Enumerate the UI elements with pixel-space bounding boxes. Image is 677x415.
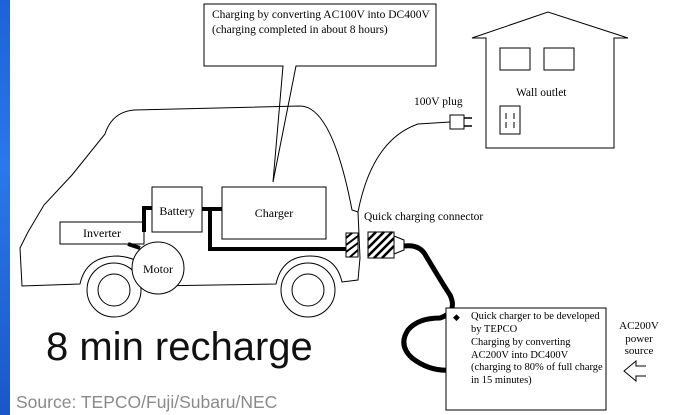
plug-icon [449,114,472,130]
headline: 8 min recharge [46,325,313,369]
rear-wheel [86,262,142,318]
battery-box [151,186,203,233]
quick-charger-box [445,307,607,411]
wall-outlet-label: Wall outlet [516,87,567,99]
quick-charger-text: ◆ Quick charger to be developed by TEPCO… [451,311,606,388]
charger-label: Charger [254,206,294,220]
connector-label: Quick charging connector [364,211,484,223]
quick-connector-plug [367,231,405,259]
car-charge-port [345,232,359,258]
inverter-box [59,221,145,245]
power-source-label: AC200V power source [619,320,659,357]
battery-label: Battery [159,204,195,218]
power-cables [127,206,346,251]
accent-bar [0,0,10,415]
charger-box [221,186,327,240]
bullet-icon: ◆ [453,312,460,322]
home-charge-cable [357,121,451,213]
arrow-left-icon [623,359,646,383]
motor-label: Motor [143,262,173,276]
car-body [19,105,361,287]
quick-charger-title: Quick charger to be developed by TEPCO [471,311,600,335]
quick-charger-description: Charging by converting AC200V into DC400… [471,337,603,386]
house-window-left [499,47,531,71]
quick-charger-cable [401,243,455,373]
source-credit: Source: TEPCO/Fuji/Subaru/NEC [16,392,278,412]
house-window-right [543,47,575,71]
charging-callout-text: Charging by converting AC100V into DC400… [212,9,430,36]
house-outline [471,11,629,149]
motor-circle [131,241,185,295]
rear-hub [97,273,131,307]
wall-outlet-icon [499,105,521,135]
callout-bubble [203,3,437,183]
inverter-label: Inverter [83,226,121,240]
plug-label: 100V plug [414,96,463,108]
front-hub [291,273,325,307]
front-wheel [280,262,336,318]
